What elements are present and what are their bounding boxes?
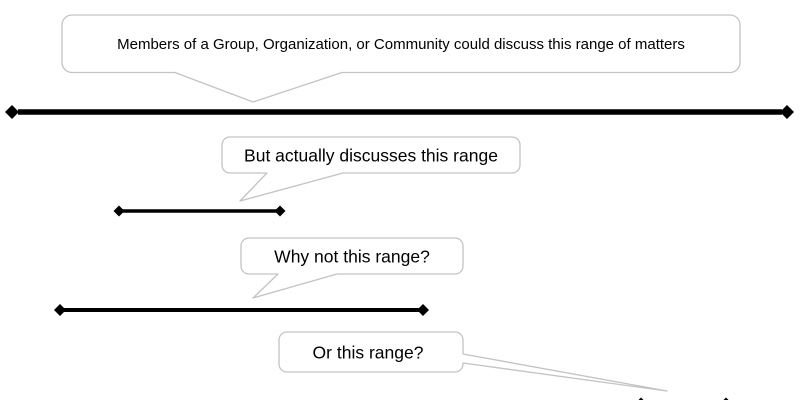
diamond-endpoint-right bbox=[274, 205, 286, 217]
bubble-actually-discusses: But actually discusses this range bbox=[221, 136, 521, 202]
bubble-could-discuss-label: Members of a Group, Organization, or Com… bbox=[117, 36, 685, 53]
bubble-or-this-range: Or this range? bbox=[278, 331, 668, 392]
possible-range-line bbox=[5, 105, 794, 119]
bubble-could-discuss: Members of a Group, Organization, or Com… bbox=[61, 14, 741, 103]
diamond-endpoint-right bbox=[417, 304, 429, 316]
speech-bubble-shape bbox=[278, 331, 668, 392]
speech-bubble-shape bbox=[221, 136, 521, 202]
diamond-endpoint-right bbox=[780, 105, 794, 119]
diamond-endpoint-left bbox=[54, 304, 66, 316]
diamond-endpoint-left bbox=[638, 397, 644, 400]
or-this-range-line bbox=[638, 397, 729, 400]
diamond-endpoint-left bbox=[5, 105, 19, 119]
why-not-range-line bbox=[54, 304, 429, 316]
speech-bubble-shape bbox=[61, 14, 741, 103]
bubble-why-not-range-label: Why not this range? bbox=[274, 247, 430, 267]
bubble-actually-discusses-label: But actually discusses this range bbox=[244, 146, 498, 166]
bubble-why-not-range: Why not this range? bbox=[240, 237, 464, 299]
diamond-endpoint-left bbox=[113, 205, 125, 217]
actual-range-line bbox=[113, 205, 286, 217]
bubble-or-this-range-label: Or this range? bbox=[313, 343, 424, 363]
diamond-endpoint-right bbox=[723, 397, 729, 400]
speech-bubble-shape bbox=[240, 237, 464, 299]
